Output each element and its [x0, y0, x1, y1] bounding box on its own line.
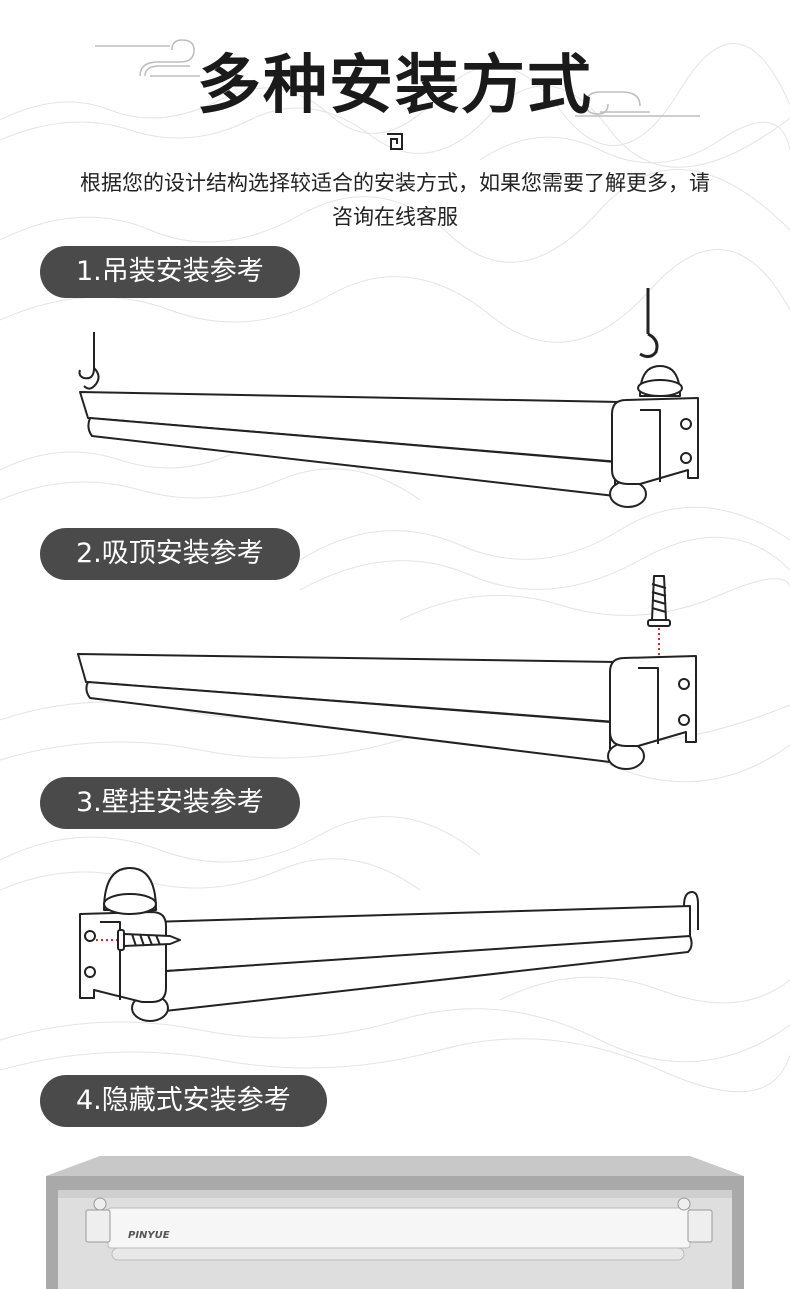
- intro-text: 根据您的设计结构选择较适合的安装方式，如果您需要了解更多，请咨询在线客服: [80, 171, 710, 229]
- wall-install-illustration: [79, 867, 699, 1022]
- title-block: 多种安装方式: [0, 36, 790, 150]
- title-cloud-ornament: [95, 39, 700, 117]
- section-label-3: 3.壁挂安装参考: [40, 777, 300, 829]
- section-label-4: 4.隐藏式安装参考: [40, 1075, 327, 1127]
- brand-logo-text: PINYUE: [128, 1230, 170, 1241]
- hanging-install-illustration: [78, 288, 699, 508]
- page-title: 多种安装方式: [197, 49, 593, 123]
- ceiling-install-illustration: [77, 575, 697, 770]
- decorative-fret-icon: [387, 133, 403, 150]
- recessed-install-illustration: PINYUE: [46, 1156, 744, 1289]
- section-label-2: 2.吸顶安装参考: [40, 528, 300, 580]
- section-label-1: 1.吊装安装参考: [40, 246, 300, 298]
